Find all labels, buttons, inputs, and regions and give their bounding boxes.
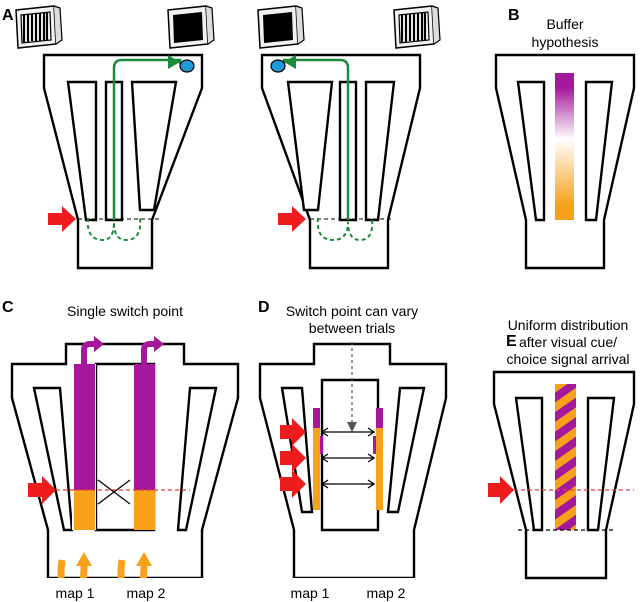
black-screen-monitor-icon (167, 5, 215, 49)
panel-c-map2-label: map 2 (127, 585, 166, 601)
buffer-gradient-bar (555, 73, 574, 220)
maze-d: map 1 map 2 (258, 342, 448, 602)
panel-letter-d: D (258, 299, 270, 316)
maze-a1 (42, 53, 204, 270)
panel-a: A (2, 4, 442, 270)
red-cue-arrow-icon (488, 476, 514, 504)
panel-b-title-line1: Buffer (546, 16, 583, 32)
maze-b (494, 53, 636, 270)
uniform-striped-bar (555, 384, 576, 530)
panel-e-title-line3: choice signal arrival (507, 351, 630, 367)
panel-e-title-line2: after visual cue/ (519, 334, 617, 350)
panel-c-title: Single switch point (67, 303, 183, 319)
panel-letter-b: B (508, 7, 520, 24)
panel-d-title-line2: between trials (309, 320, 395, 336)
map2-magenta-segment (134, 364, 155, 490)
red-cue-arrow-icon (48, 206, 76, 232)
panel-letter-a: A (2, 7, 14, 24)
red-cue-arrow-icon (28, 476, 56, 504)
reward-port-icon (179, 59, 195, 73)
panel-d-map1-label: map 1 (291, 585, 330, 601)
panel-c-map1-label: map 1 (56, 585, 95, 601)
reward-port-icon (270, 59, 286, 73)
maze-c: map 1 map 2 (10, 336, 240, 602)
map1-magenta-segment (74, 364, 95, 490)
panel-e-title-line1: Uniform distribution (508, 317, 629, 333)
black-screen-monitor-icon (257, 5, 305, 49)
panel-letter-e: E (506, 333, 517, 350)
panel-b-title-line2: hypothesis (532, 34, 599, 50)
panel-d: D Switch point can vary between trials m… (258, 299, 448, 602)
panel-e: E Uniform distribution after visual cue/… (488, 317, 636, 580)
maze-a2 (260, 53, 422, 270)
panel-d-map2-label: map 2 (367, 585, 406, 601)
red-cue-arrow-icon (278, 206, 306, 232)
map2-orange-segment (134, 490, 155, 530)
red-cue-arrow-icon (280, 418, 306, 446)
vertical-grating-monitor-icon (392, 4, 442, 50)
maze-e (488, 370, 636, 580)
red-cue-arrow-icon (280, 470, 306, 498)
panel-c: C Single switch point map 1 map (2, 299, 240, 602)
panel-d-title-line1: Switch point can vary (286, 303, 418, 319)
panel-b: B Buffer hypothesis (494, 7, 636, 270)
vertical-grating-monitor-icon (14, 4, 64, 50)
map1-orange-segment (74, 490, 95, 530)
panel-letter-c: C (2, 299, 14, 316)
red-cue-arrow-icon (280, 444, 306, 472)
